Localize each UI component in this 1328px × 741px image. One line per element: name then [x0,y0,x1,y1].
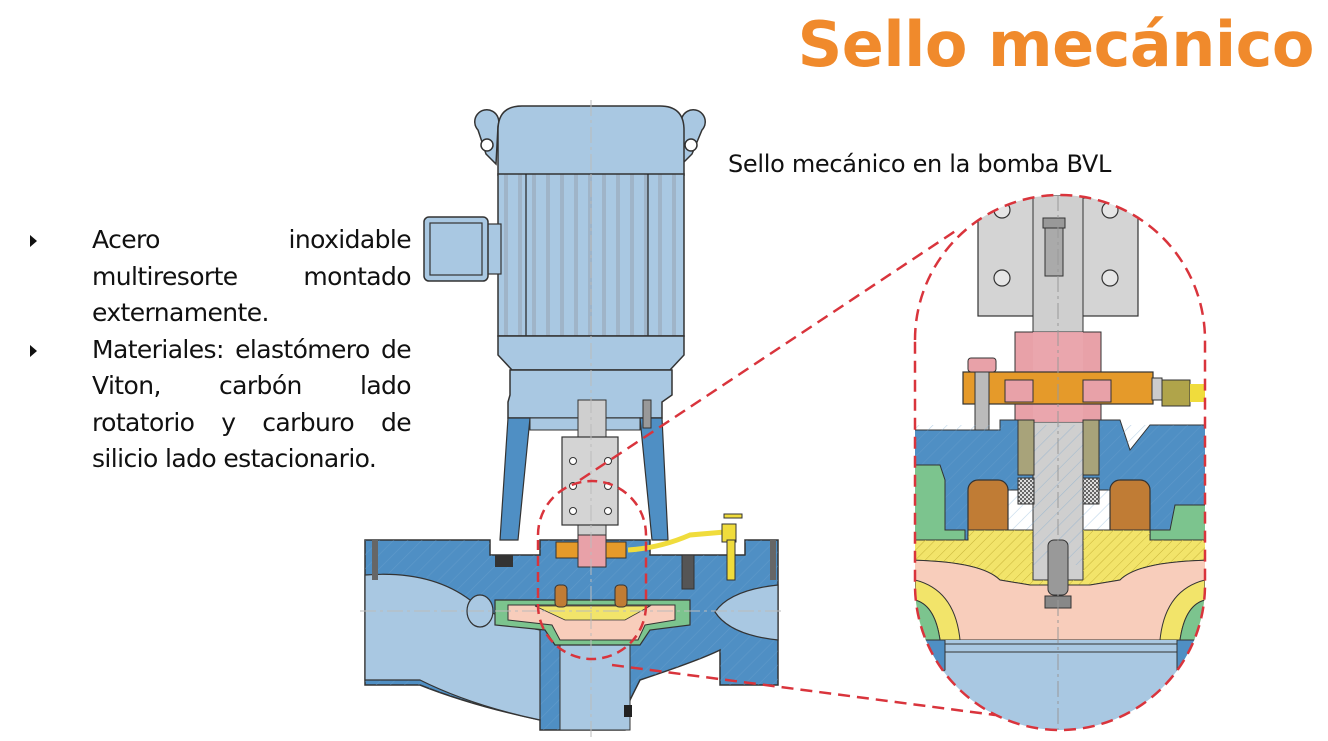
feature-list: Acero inoxidable multiresorte montado ex… [26,222,412,478]
flush-tube [627,529,726,553]
lifting-lug-icon [474,109,706,166]
bullet-text: Materiales: elastómero de Viton, carbón … [92,334,412,474]
page-title: Sello mecánico [797,8,1315,81]
pump-overview [360,100,785,741]
lantern-bracket [499,417,531,541]
triangle-bullet-icon [30,235,37,247]
seal-detail-outline [913,193,1207,732]
bullet-text: Acero inoxidable multiresorte montado ex… [92,225,412,327]
terminal-box [423,216,502,282]
mechanical-seal [555,534,627,568]
triangle-bullet-icon [30,344,37,357]
seal-highlight-outline [536,479,648,661]
diagram-caption: Sello mecánico en la bomba BVL [728,150,1112,178]
seal-detail-view [915,195,1205,730]
bullet-item-springs: Acero inoxidable multiresorte montado ex… [26,222,412,332]
bullet-item-materials: Materiales: elastómero de Viton, carbón … [26,332,412,478]
zoom-connector-bottom [611,663,996,717]
